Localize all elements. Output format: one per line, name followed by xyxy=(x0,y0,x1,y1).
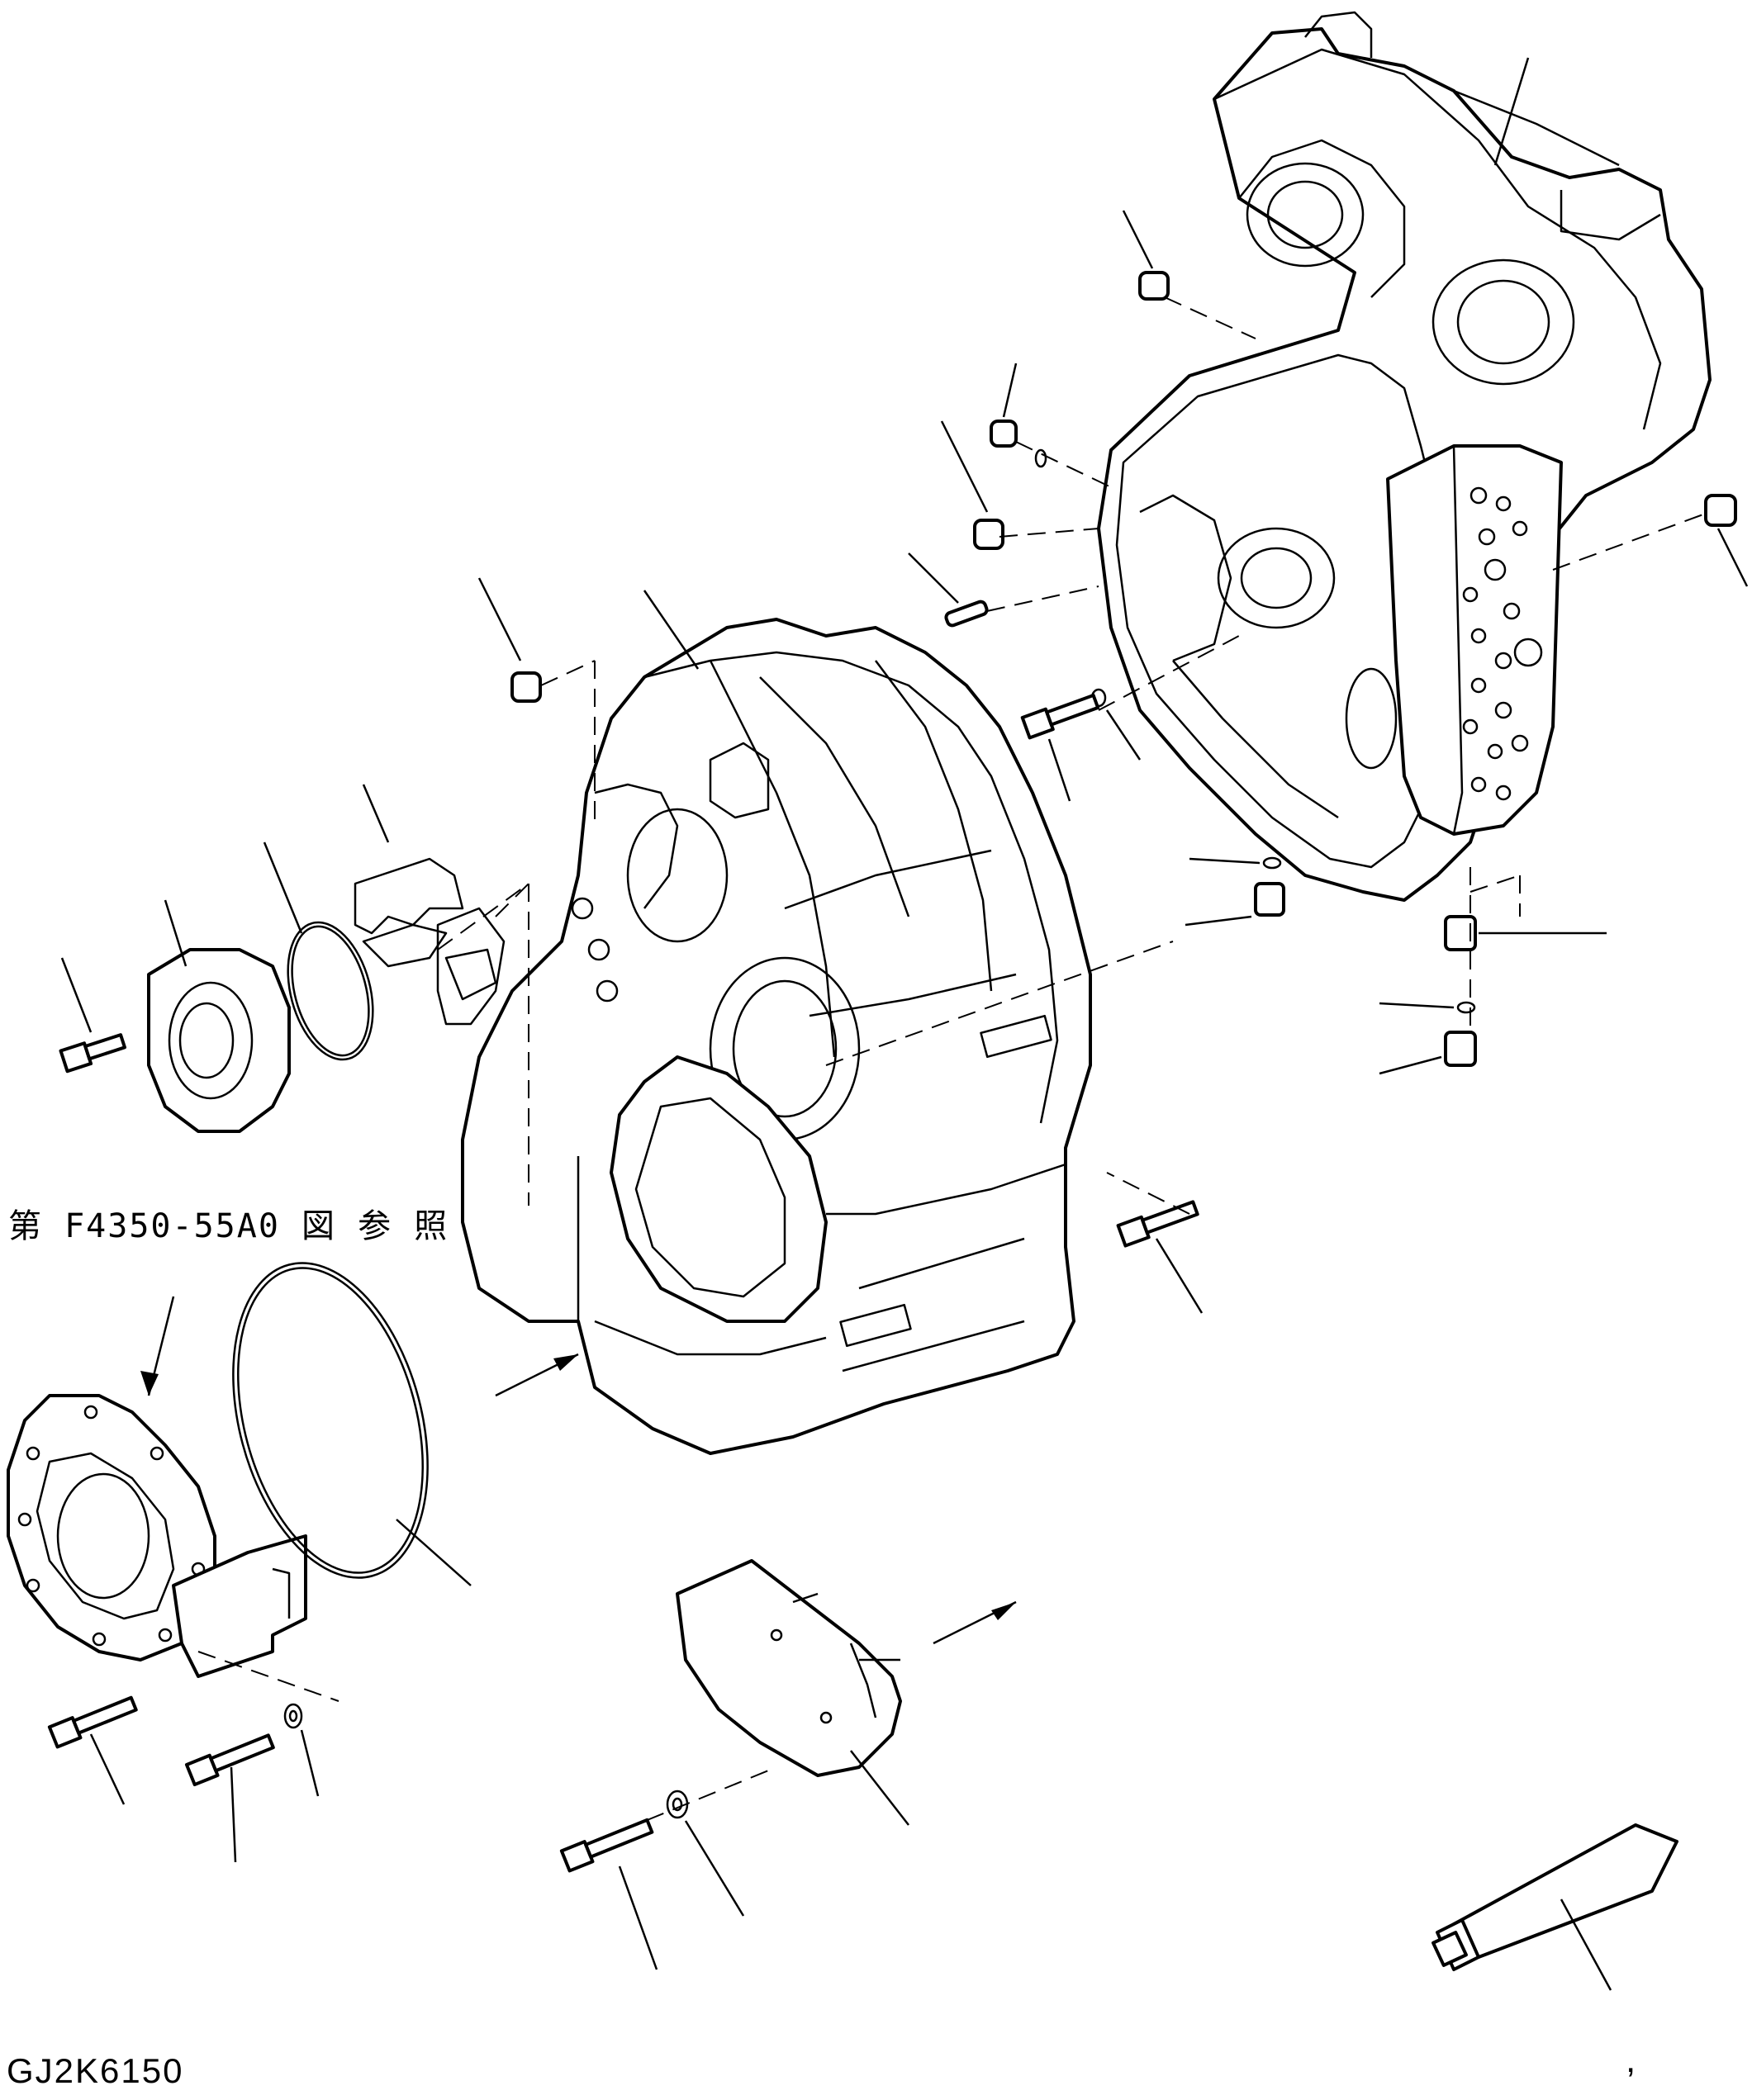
corner-mark: , xyxy=(1626,2040,1636,2080)
o-ring-large xyxy=(232,1262,472,1586)
bolts xyxy=(47,693,1204,1970)
plugs xyxy=(477,210,1749,1075)
dowel-pins xyxy=(908,552,989,628)
rear-housing-case xyxy=(1097,11,1712,902)
sealant-tube xyxy=(1432,1823,1678,1991)
shim-plates xyxy=(354,784,506,1026)
o-ring-small xyxy=(263,841,374,1061)
alignment-lines xyxy=(197,296,1711,1842)
reference-note: 第 F4350-55A0 図 参 照 xyxy=(8,1207,449,1245)
drawing-code: GJ2K6150 xyxy=(7,2051,184,2090)
valve-body-holes xyxy=(1462,486,1543,801)
bearing-cover xyxy=(147,899,291,1133)
cradle-cover xyxy=(676,1559,1017,1826)
washers xyxy=(283,1703,745,1917)
front-transmission-case xyxy=(461,618,1092,1455)
front-cover-with-flange xyxy=(7,1296,307,1678)
